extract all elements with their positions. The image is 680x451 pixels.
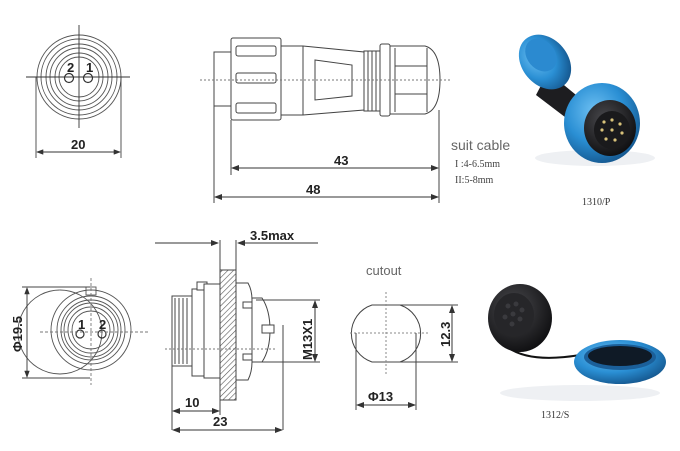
- cutout-drawing: [350, 292, 458, 410]
- cable-range-1: I :4-6.5mm: [455, 159, 500, 170]
- bottom-front-view: [17, 278, 150, 385]
- cutout-flat-dimension: 12.3: [438, 322, 453, 347]
- thread-dimension: M13X1: [300, 319, 315, 360]
- cutout-diameter-dimension: Φ13: [368, 389, 393, 404]
- top-width-dimension: 20: [71, 137, 85, 152]
- top-dim-43: 43: [334, 153, 348, 168]
- top-pin-label-2: 2: [67, 60, 74, 75]
- cable-range-2: II:5-8mm: [455, 175, 494, 186]
- panel-thickness-dimension: 3.5max: [250, 228, 295, 243]
- product-photo-1310p: [518, 34, 655, 166]
- top-pin-label-1: 1: [86, 60, 93, 75]
- cutout-title: cutout: [366, 263, 402, 278]
- bottom-pin-label-2: 2: [99, 317, 106, 332]
- top-dim-48: 48: [306, 182, 320, 197]
- bottom-dim-10: 10: [185, 395, 199, 410]
- bottom-side-view: [155, 240, 320, 433]
- bottom-dim-23: 23: [213, 414, 227, 429]
- bottom-pin-label-1: 1: [78, 317, 85, 332]
- product-photo-1312s: [488, 284, 666, 401]
- cable-note-title: suit cable: [451, 137, 511, 153]
- top-front-view: [26, 25, 130, 158]
- pin-contacts: [600, 118, 624, 142]
- product-caption-1310p: 1310/P: [582, 197, 611, 208]
- bottom-diameter-dimension: Φ19.5: [10, 316, 25, 352]
- top-side-view: [200, 37, 452, 203]
- product-caption-1312s: 1312/S: [541, 410, 570, 421]
